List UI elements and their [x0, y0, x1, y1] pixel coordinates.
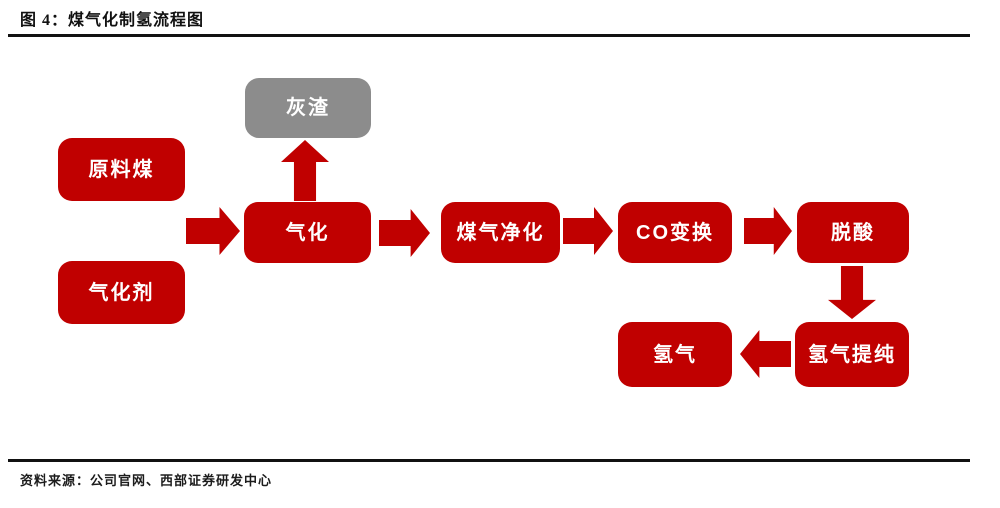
node-hydrogen: 氢气: [618, 322, 732, 387]
node-deacidification-label: 脱酸: [831, 221, 875, 244]
node-ash: 灰渣: [245, 78, 371, 138]
bottom-divider: [8, 459, 970, 462]
node-h2-purification-label: 氢气提纯: [808, 343, 896, 366]
node-raw-coal: 原料煤: [58, 138, 185, 201]
node-gasifying-agent-label: 气化剂: [88, 281, 155, 304]
node-gasifying-agent: 气化剂: [58, 261, 185, 324]
node-gasification: 气化: [244, 202, 371, 263]
arrow-gas-purification-to-co-shift-icon: [563, 207, 613, 255]
arrow-deacidification-to-h2-purification-icon: [828, 266, 876, 319]
node-gas-purification: 煤气净化: [441, 202, 560, 263]
figure-source: 资料来源：公司官网、西部证券研发中心: [20, 473, 273, 488]
node-co-shift-label: CO变换: [636, 221, 714, 244]
arrow-inputs-to-gasification-icon: [186, 207, 240, 255]
arrow-h2-purification-to-hydrogen-icon: [740, 330, 791, 378]
top-divider: [8, 34, 970, 37]
figure-title: 图 4：煤气化制氢流程图: [20, 12, 205, 29]
node-deacidification: 脱酸: [797, 202, 909, 263]
node-h2-purification: 氢气提纯: [795, 322, 909, 387]
node-ash-label: 灰渣: [286, 97, 330, 119]
arrow-gasification-to-gas-purification-icon: [379, 209, 430, 257]
arrow-gasification-to-ash-icon: [281, 140, 329, 201]
node-gas-purification-label: 煤气净化: [456, 221, 545, 244]
node-gasification-label: 气化: [285, 221, 330, 244]
node-raw-coal-label: 原料煤: [88, 158, 155, 181]
arrow-co-shift-to-deacidification-icon: [744, 207, 792, 255]
node-hydrogen-label: 氢气: [653, 343, 697, 366]
node-co-shift: CO变换: [618, 202, 732, 263]
